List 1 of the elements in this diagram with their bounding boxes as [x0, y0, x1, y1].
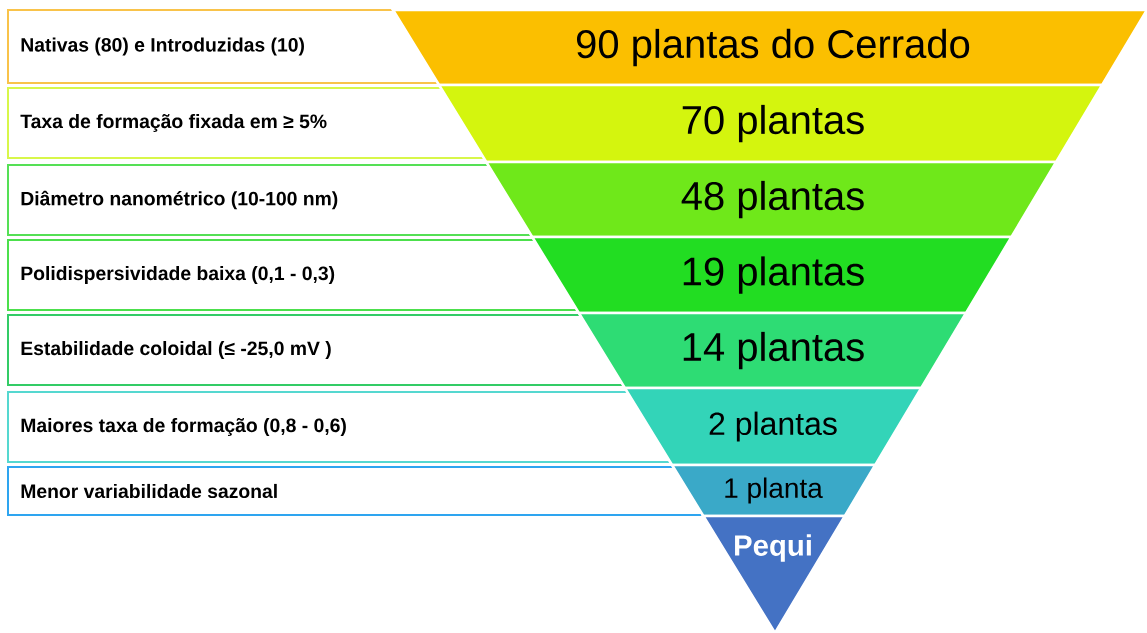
- criterion-box: Maiores taxa de formação (0,8 - 0,6): [7, 391, 674, 463]
